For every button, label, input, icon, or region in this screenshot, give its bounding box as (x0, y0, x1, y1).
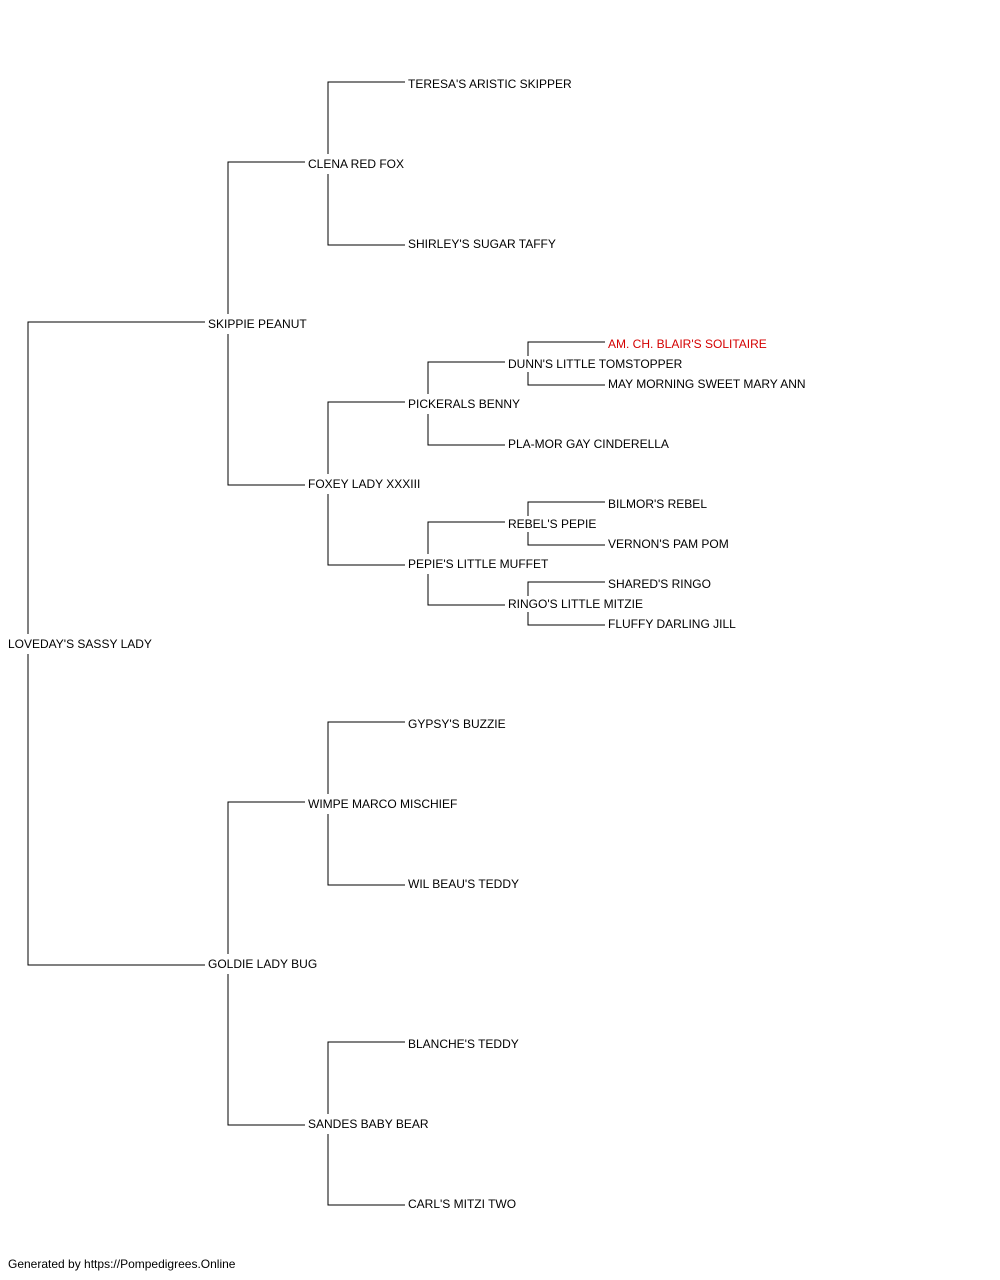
sire-dam-name: FOXEY LADY XXXIII (308, 477, 420, 491)
sire-sire-dam-name: SHIRLEY'S SUGAR TAFFY (408, 237, 556, 251)
connector-rebels-pepie (527, 501, 605, 546)
sire-sire-sire-name: TERESA'S ARISTIC SKIPPER (408, 77, 572, 91)
dam-sire-dam-name: WIL BEAU'S TEDDY (408, 877, 519, 891)
connector-pickerals-benny (427, 361, 505, 446)
connector-pepies-little-muffet (427, 521, 505, 606)
dam-dam-dam-name: CARL'S MITZI TWO (408, 1197, 516, 1211)
dam-sire-sire-name: GYPSY'S BUZZIE (408, 717, 506, 731)
dam-dam-sire-name: BLANCHE'S TEDDY (408, 1037, 519, 1051)
sire-sire-name: CLENA RED FOX (308, 157, 404, 171)
subject-name: LOVEDAY'S SASSY LADY (8, 637, 152, 651)
sire-dam-sire-name: PICKERALS BENNY (408, 397, 520, 411)
connector-dam-sire (327, 721, 405, 886)
connector-dam-dam (327, 1041, 405, 1206)
connector-sire (227, 161, 305, 486)
ringos-little-mitzie-name: RINGO'S LITTLE MITZIE (508, 597, 643, 611)
bilmors-rebel-name: BILMOR'S REBEL (608, 497, 707, 511)
may-morning-sweet-mary-ann-name: MAY MORNING SWEET MARY ANN (608, 377, 806, 391)
shareds-ringo-name: SHARED'S RINGO (608, 577, 711, 591)
pla-mor-gay-cinderella-name: PLA-MOR GAY CINDERELLA (508, 437, 669, 451)
vernons-pam-pom-name: VERNON'S PAM POM (608, 537, 729, 551)
connector-ringos-little-mitzie (527, 581, 605, 626)
connector-dam (227, 801, 305, 1126)
fluffy-darling-jill-name: FLUFFY DARLING JILL (608, 617, 736, 631)
dam-sire-name: WIMPE MARCO MISCHIEF (308, 797, 457, 811)
connector-subject (27, 321, 205, 966)
sire-dam-dam-name: PEPIE'S LITTLE MUFFET (408, 557, 549, 571)
connector-sire-dam (327, 401, 405, 566)
dunns-little-tomstopper-name: DUNN'S LITTLE TOMSTOPPER (508, 357, 683, 371)
connector-sire-sire (327, 81, 405, 246)
generated-by-footer: Generated by https://Pompedigrees.Online (8, 1257, 236, 1271)
connector-dunns-little-tomstopper (527, 341, 605, 386)
rebels-pepie-name: REBEL'S PEPIE (508, 517, 596, 531)
dam-name: GOLDIE LADY BUG (208, 957, 317, 971)
dam-dam-name: SANDES BABY BEAR (308, 1117, 429, 1131)
sire-name: SKIPPIE PEANUT (208, 317, 307, 331)
champion-name: AM. CH. BLAIR'S SOLITAIRE (608, 337, 767, 351)
